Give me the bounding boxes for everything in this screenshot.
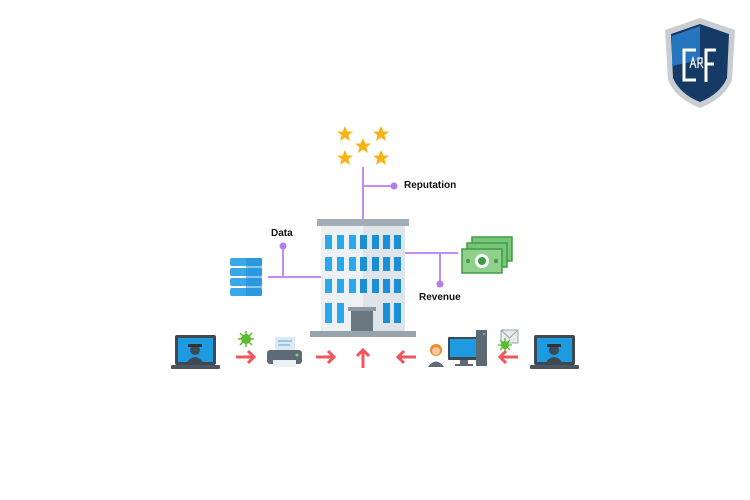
reputation-stars-icon [337,126,389,165]
database-icon [230,258,262,296]
virus-icon [238,331,254,347]
revenue-dot [436,280,444,288]
data-label: Data [271,228,293,239]
reputation-dot [390,182,398,190]
office-building-icon [310,219,416,337]
arrow-left-icon [395,349,416,365]
data-dot [279,242,287,250]
arrow-right-icon [316,349,337,365]
hacker-laptop-left-icon [171,335,220,369]
reputation-label: Reputation [404,180,457,191]
employee-user-icon [428,344,444,367]
desktop-computer-icon [448,330,487,366]
revenue-label: Revenue [419,292,461,303]
hacker-laptop-right-icon [530,335,579,369]
connector-lines [268,167,458,284]
arrow-left-icon [497,349,518,365]
carf-shield-logo [665,18,735,108]
printer-icon [267,337,302,367]
arrow-right-icon [236,349,257,365]
arrow-up-icon [355,347,371,368]
money-cash-icon [461,236,513,274]
virus-icon [498,338,512,352]
